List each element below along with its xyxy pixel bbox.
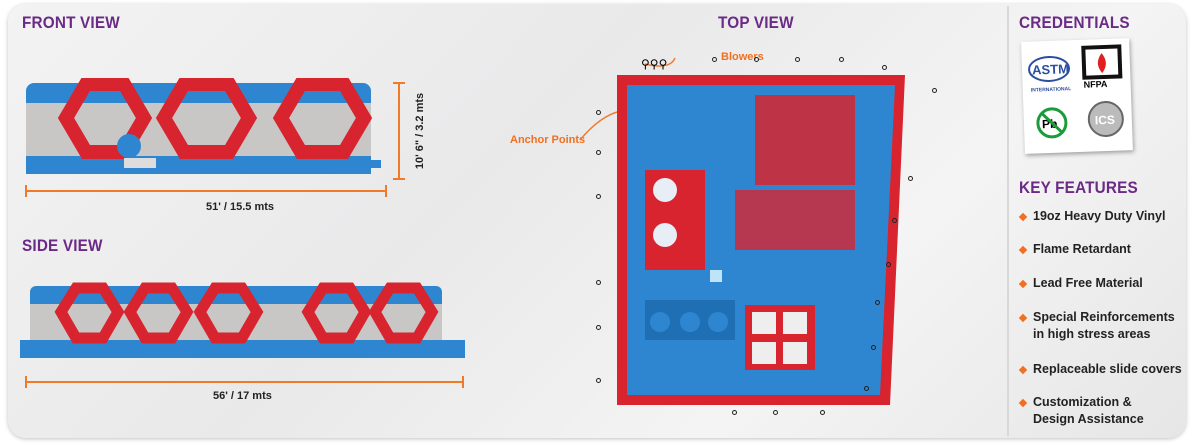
feature-text: Flame Retardant: [1033, 242, 1131, 256]
bullet-diamond-icon: [1018, 365, 1028, 375]
side-width-label: 56' / 17 mts: [213, 390, 272, 402]
key-features-title: KEY FEATURES: [1019, 178, 1138, 197]
divider: [1007, 6, 1009, 436]
feature-item: Special Reinforcements in high stress are…: [1018, 309, 1175, 343]
svg-text:Pb: Pb: [1042, 117, 1058, 132]
svg-text:ASTM: ASTM: [1032, 61, 1069, 77]
bullet-diamond-icon: [1018, 398, 1028, 408]
side-view-image: [20, 282, 465, 358]
bullet-diamond-icon: [1018, 212, 1028, 222]
svg-text:NFPA: NFPA: [1083, 79, 1108, 90]
spec-card: [8, 4, 1186, 438]
bullet-diamond-icon: [1018, 279, 1028, 289]
feature-item: Customization & Design Assistance: [1018, 394, 1144, 428]
credentials-title: CREDENTIALS: [1019, 13, 1130, 32]
front-view-title: FRONT VIEW: [22, 13, 120, 32]
front-height-label: 10' 6" / 3.2 mts: [414, 92, 426, 170]
feature-item: Replaceable slide covers: [1018, 361, 1182, 378]
feature-text: Special Reinforcements: [1033, 310, 1175, 324]
svg-text:⚲⚲⚲: ⚲⚲⚲: [641, 57, 667, 71]
feature-text: Design Assistance: [1033, 412, 1144, 426]
side-width-dimension-line: [25, 376, 464, 388]
anchor-points-label: Anchor Points: [510, 134, 586, 146]
blowers-label: Blowers: [721, 51, 764, 63]
feature-text: 19oz Heavy Duty Vinyl: [1033, 209, 1166, 223]
top-view-title: TOP VIEW: [718, 13, 794, 32]
feature-item: Flame Retardant: [1018, 241, 1131, 258]
credential-logos: ASTM INTERNATIONAL NFPA Pb ICS: [1021, 38, 1133, 154]
feature-item: Lead Free Material: [1018, 275, 1143, 292]
side-view-title: SIDE VIEW: [22, 236, 103, 255]
feature-text: Customization &: [1033, 395, 1132, 409]
feature-text: in high stress areas: [1033, 327, 1151, 341]
feature-item: 19oz Heavy Duty Vinyl: [1018, 208, 1165, 225]
front-width-label: 51' / 15.5 mts: [206, 201, 275, 213]
front-view-image: [26, 78, 381, 174]
front-width-dimension-line: [25, 185, 387, 197]
svg-text:INTERNATIONAL: INTERNATIONAL: [1031, 86, 1072, 93]
bullet-diamond-icon: [1018, 313, 1028, 323]
top-view-image: ⚲⚲⚲: [579, 57, 905, 405]
certification-logos-image: ASTM INTERNATIONAL NFPA Pb ICS: [1028, 44, 1124, 139]
svg-text:ICS: ICS: [1095, 113, 1115, 128]
feature-text: Replaceable slide covers: [1033, 362, 1182, 376]
bullet-diamond-icon: [1018, 245, 1028, 255]
front-height-dimension-line: [393, 82, 405, 180]
feature-text: Lead Free Material: [1033, 276, 1143, 290]
